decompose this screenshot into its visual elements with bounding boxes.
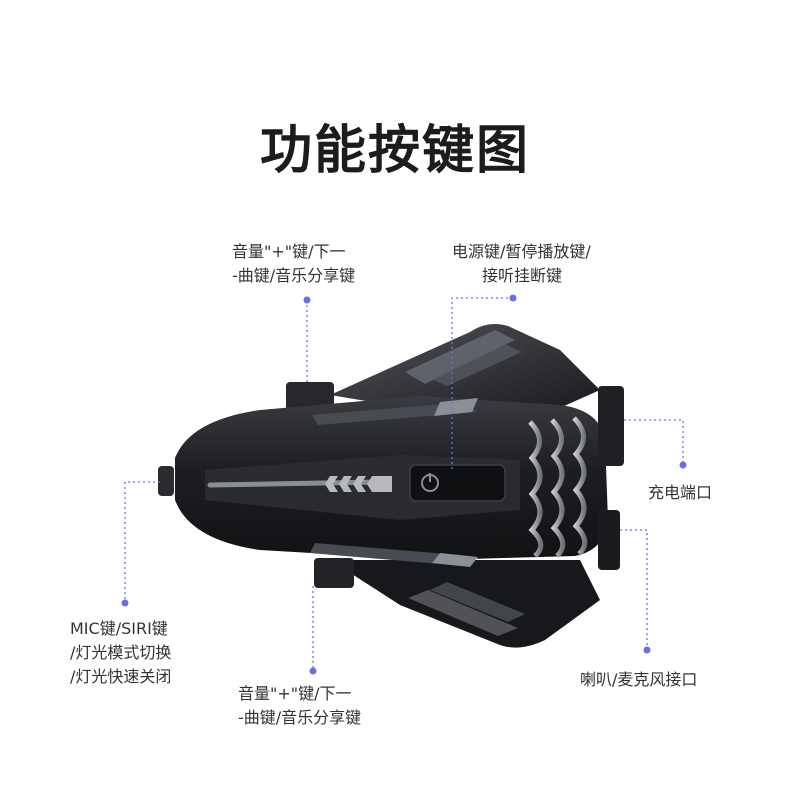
label-volume-minus-line-1: 音量"+"键/下一 <box>238 684 352 703</box>
rear-fins <box>528 416 588 558</box>
arrow-chevrons <box>325 476 392 492</box>
label-mic-line-2: /灯光模式切换 <box>70 643 172 662</box>
label-volume-plus: 音量"+"键/下一 -曲键/音乐分享键 <box>232 240 355 288</box>
power-icon <box>421 473 439 492</box>
label-volume-plus-line-2: -曲键/音乐分享键 <box>232 266 356 285</box>
mic-button <box>158 466 174 496</box>
label-mic-line-3: /灯光快速关闭 <box>70 667 172 686</box>
label-speaker: 喇叭/麦克风接口 <box>580 668 697 692</box>
bottom-button-tab <box>314 558 354 588</box>
label-power-line-1: 电源键/暂停播放键/ <box>452 242 591 261</box>
label-power-line-2: 接听挂断键 <box>482 266 563 285</box>
label-volume-minus: 音量"+"键/下一 -曲键/音乐分享键 <box>238 682 361 730</box>
page-title: 功能按键图 <box>259 121 530 181</box>
label-charge: 充电端口 <box>648 481 712 505</box>
bottom-accent-stripe <box>310 543 478 567</box>
bottom-wing <box>330 560 600 648</box>
label-power: 电源键/暂停播放键/ 接听挂断键 <box>452 240 591 288</box>
label-charge-line-1: 充电端口 <box>648 483 713 502</box>
label-mic-line-1: MIC键/SIRI键 <box>70 619 168 638</box>
label-mic: MIC键/SIRI键 /灯光模式切换 /灯光快速关闭 <box>70 617 171 689</box>
charging-port <box>598 386 624 466</box>
leader-lines <box>121 294 687 675</box>
power-button <box>409 464 506 502</box>
label-volume-minus-line-2: -曲键/音乐分享键 <box>238 708 362 727</box>
label-speaker-line-1: 喇叭/麦克风接口 <box>580 670 698 689</box>
top-accent-stripe <box>312 398 478 425</box>
top-wing <box>330 324 600 410</box>
label-volume-plus-line-1: 音量"+"键/下一 <box>232 242 346 261</box>
speaker-port <box>598 510 620 570</box>
